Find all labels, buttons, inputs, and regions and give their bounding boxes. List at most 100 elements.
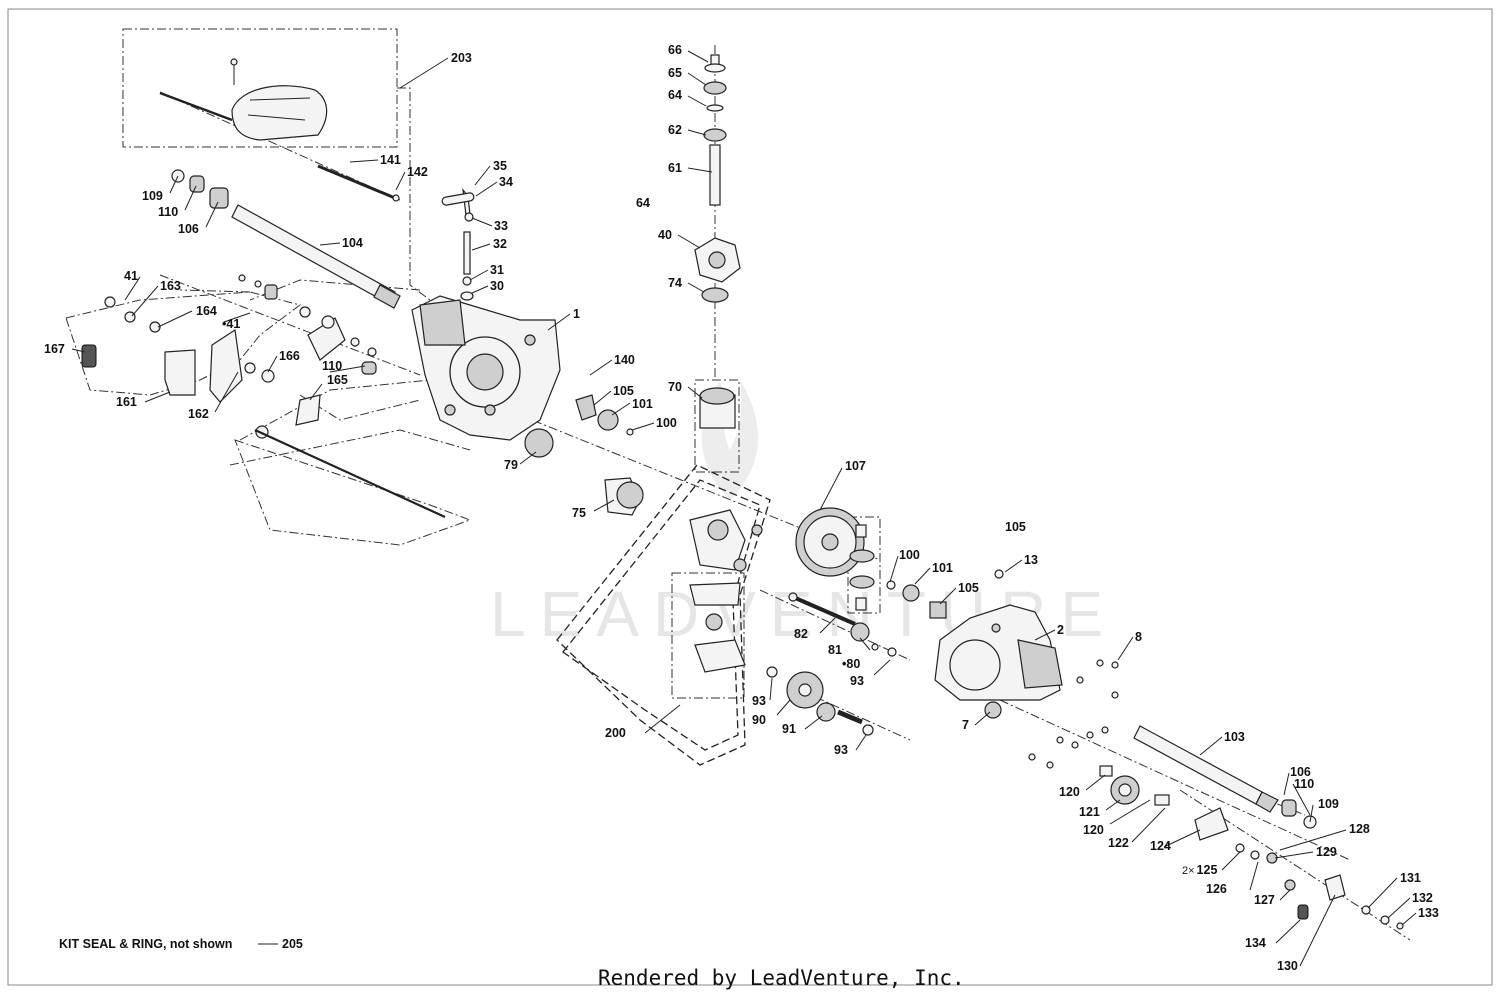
callout-65: 65: [668, 66, 682, 80]
callout-79: 79: [504, 458, 518, 472]
callout-31: 31: [490, 263, 504, 277]
callout-40: 40: [658, 228, 672, 242]
callout-164: 164: [196, 304, 217, 318]
callout-107: 107: [845, 459, 866, 473]
callout-167: 167: [44, 342, 65, 356]
callout-93-a: 93: [850, 674, 864, 688]
callout-61: 61: [668, 161, 682, 175]
callout-80: •80: [842, 657, 860, 671]
callout-100-a: 100: [656, 416, 677, 430]
callout-41-b-text: 41: [226, 317, 240, 331]
gear-90-91: [766, 666, 874, 736]
brake-rod-141: [317, 164, 396, 200]
large-gear-107: [795, 507, 865, 577]
callout-125-qty: 2×: [1182, 865, 1195, 877]
callout-101-b: 101: [932, 561, 953, 575]
kit-seal-ref: 205: [282, 937, 303, 951]
callout-130: 130: [1277, 959, 1298, 973]
callout-105-b: 105: [1005, 520, 1026, 534]
callout-labels: 203 141 142 109 110 106 104 35 34 33 32 …: [44, 43, 1439, 973]
callout-166: 166: [279, 349, 300, 363]
bolts-right: [1028, 659, 1119, 769]
callout-120-a: 120: [1059, 785, 1080, 799]
callout-203: 203: [451, 51, 472, 65]
callout-131: 131: [1400, 871, 1421, 885]
callout-74: 74: [668, 276, 682, 290]
axle-shaft-103: [1133, 725, 1317, 829]
callout-163: 163: [160, 279, 181, 293]
leader-lines: [71, 50, 1417, 967]
callout-33: 33: [494, 219, 508, 233]
callout-70: 70: [668, 380, 682, 394]
callout-91: 91: [782, 722, 796, 736]
callout-7: 7: [962, 718, 969, 732]
shift-linkage-left: [81, 274, 446, 519]
callout-110-b: 110: [1294, 777, 1314, 791]
callout-125-text: 125: [1197, 863, 1218, 877]
differential-stack: [849, 524, 947, 619]
callout-120-b: 120: [1083, 823, 1104, 837]
callout-32: 32: [493, 237, 507, 251]
diagram-frame: [7, 8, 1493, 986]
callout-93-b: 93: [752, 694, 766, 708]
callout-2: 2: [1057, 623, 1064, 637]
callout-132: 132: [1412, 891, 1433, 905]
footer-rendered-by: Rendered by LeadVenture, Inc.: [598, 966, 965, 990]
callout-101-a: 101: [632, 397, 653, 411]
input-shaft-stack: [694, 54, 741, 429]
brake-right-assembly: [1099, 765, 1404, 930]
callout-127: 127: [1254, 893, 1275, 907]
outline-200-pump: [556, 464, 771, 766]
housing-1: [411, 295, 561, 441]
bushing-seals-left: [171, 169, 229, 209]
callout-81: 81: [828, 643, 842, 657]
callout-141: 141: [380, 153, 401, 167]
callout-13: 13: [1024, 553, 1038, 567]
callout-30: 30: [490, 279, 504, 293]
callout-165: 165: [327, 373, 348, 387]
callout-140: 140: [614, 353, 635, 367]
callout-41-a: 41: [124, 269, 138, 283]
kit-seal-note: KIT SEAL & RING, not shown: [59, 937, 232, 951]
callout-105-c: 105: [958, 581, 979, 595]
callout-104: 104: [342, 236, 363, 250]
callout-121: 121: [1079, 805, 1100, 819]
callout-82: 82: [794, 627, 808, 641]
outline-203: [122, 28, 398, 148]
callout-110: 110: [158, 205, 178, 219]
callout-75: 75: [572, 506, 586, 520]
callout-103: 103: [1224, 730, 1245, 744]
callout-106: 106: [178, 222, 199, 236]
callout-110-c: 110: [322, 359, 342, 373]
callout-62: 62: [668, 123, 682, 137]
callout-35: 35: [493, 159, 507, 173]
callout-200: 200: [605, 726, 626, 740]
callout-105-a: 105: [613, 384, 634, 398]
callout-106-b: 106: [1290, 765, 1311, 779]
callout-41-b: •41: [222, 317, 240, 331]
callout-128: 128: [1349, 822, 1370, 836]
callout-109-b: 109: [1318, 797, 1339, 811]
callout-1: 1: [573, 307, 580, 321]
gears-center: [524, 394, 763, 673]
axle-shaft-104: [231, 204, 401, 309]
output-shaft-82: [788, 592, 897, 657]
callout-64-b: 64: [636, 196, 650, 210]
callout-100-b: 100: [899, 548, 920, 562]
callout-80-text: 80: [846, 657, 860, 671]
callout-162: 162: [188, 407, 209, 421]
callout-124: 124: [1150, 839, 1171, 853]
callout-66: 66: [668, 43, 682, 57]
shift-rod-assembly: [441, 188, 475, 301]
callout-125: 2×125: [1182, 863, 1217, 877]
callout-129: 129: [1316, 845, 1337, 859]
outline-shift-assembly: [65, 291, 302, 396]
callout-90: 90: [752, 713, 766, 727]
housing-2: [934, 569, 1063, 719]
callout-64: 64: [668, 88, 682, 102]
callout-8: 8: [1135, 630, 1142, 644]
brake-assembly-203: [159, 58, 328, 141]
callout-122: 122: [1108, 836, 1129, 850]
callout-134: 134: [1245, 936, 1266, 950]
